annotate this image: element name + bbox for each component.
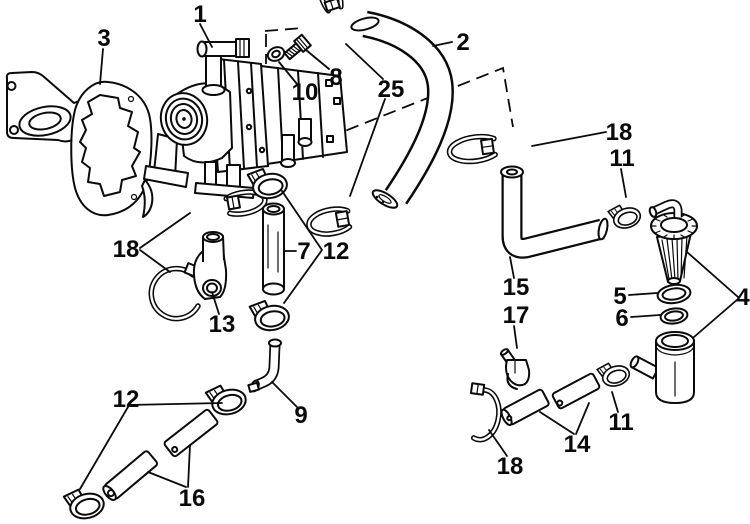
callout-13: 13 xyxy=(209,311,236,338)
clamp-11-top-drawing xyxy=(606,199,644,233)
callout-11-br: 11 xyxy=(608,409,633,436)
fitting-13-drawing xyxy=(192,231,228,300)
leader-3 xyxy=(99,48,104,85)
leader-lines xyxy=(79,23,739,490)
callout-15: 15 xyxy=(503,274,530,301)
callout-11-right: 11 xyxy=(609,145,634,172)
washer-drawing xyxy=(266,46,286,62)
tube-7-drawing xyxy=(262,202,285,296)
leader-18-left xyxy=(139,212,191,273)
clamp-25-top-drawing xyxy=(316,0,344,14)
leader-17 xyxy=(513,325,518,349)
callout-2: 2 xyxy=(456,29,469,56)
leader-4 xyxy=(686,251,739,338)
callout-7: 7 xyxy=(297,238,310,265)
callout-12-bl: 12 xyxy=(113,386,140,413)
leader-10 xyxy=(278,61,298,85)
callout-18-right: 18 xyxy=(606,119,633,146)
leader-15 xyxy=(509,256,515,279)
leader-11-right xyxy=(620,168,627,198)
o-ring-5-drawing xyxy=(656,283,692,305)
hose-16-upper-drawing xyxy=(163,408,219,458)
callout-4: 4 xyxy=(736,284,750,311)
clamp-18-br-drawing xyxy=(469,382,502,443)
clamp-12-bl-lower-drawing xyxy=(62,483,108,524)
leader-1 xyxy=(199,23,213,48)
callout-16: 16 xyxy=(179,485,206,512)
callout-8: 8 xyxy=(329,64,342,91)
callout-3: 3 xyxy=(97,25,110,52)
filter-cup-drawing xyxy=(629,331,695,404)
leader-18-br xyxy=(488,429,508,457)
callout-5: 5 xyxy=(613,283,626,310)
callout-labels: 1 3 2 8 10 25 18 11 18 7 12 13 15 5 6 4 … xyxy=(97,1,750,512)
leader-25 xyxy=(345,43,386,197)
hose-14-left-drawing xyxy=(500,388,550,427)
leader-16 xyxy=(147,444,191,488)
callout-25: 25 xyxy=(378,76,405,103)
dashed-line-hose-route xyxy=(271,66,514,161)
leader-18-right xyxy=(531,131,607,147)
leader-13 xyxy=(211,291,220,315)
gasket-drawing xyxy=(70,80,154,218)
screw-drawing xyxy=(283,33,312,61)
bracket-drawing xyxy=(5,71,84,143)
clamp-11-bottom-drawing xyxy=(595,357,633,391)
leader-2 xyxy=(432,41,453,47)
callout-17: 17 xyxy=(503,302,530,329)
leader-14 xyxy=(539,402,590,435)
dashed-line-screw-h xyxy=(264,27,304,32)
clamp-screw-drawing xyxy=(247,381,260,393)
callout-18-br: 18 xyxy=(497,453,524,480)
clamp-18-right-drawing xyxy=(446,133,498,165)
leader-12-bl xyxy=(79,402,223,490)
callout-1: 1 xyxy=(193,1,206,28)
callout-18-left: 18 xyxy=(113,236,140,263)
fitting-17-drawing xyxy=(499,348,531,390)
callout-12-center: 12 xyxy=(323,238,350,265)
leader-8 xyxy=(305,49,330,70)
leader-12-center xyxy=(281,190,323,304)
leader-5 xyxy=(628,292,658,296)
leader-9 xyxy=(271,381,298,408)
pump-assembly-drawing xyxy=(143,38,348,199)
hose-14-right-drawing xyxy=(551,372,601,410)
callout-14: 14 xyxy=(564,431,591,458)
o-ring-6-drawing xyxy=(659,307,689,325)
hose-15-drawing xyxy=(500,165,609,259)
leader-6 xyxy=(630,314,661,318)
leader-11-br xyxy=(611,391,619,413)
callout-10: 10 xyxy=(292,79,319,106)
callout-6: 6 xyxy=(615,305,628,332)
hose-2-drawing xyxy=(350,10,454,209)
callout-9: 9 xyxy=(294,402,307,429)
clamp-25-bottom-drawing xyxy=(306,206,353,237)
hose-16-lower-drawing xyxy=(102,450,159,501)
filter-assembly-drawing xyxy=(648,199,698,285)
